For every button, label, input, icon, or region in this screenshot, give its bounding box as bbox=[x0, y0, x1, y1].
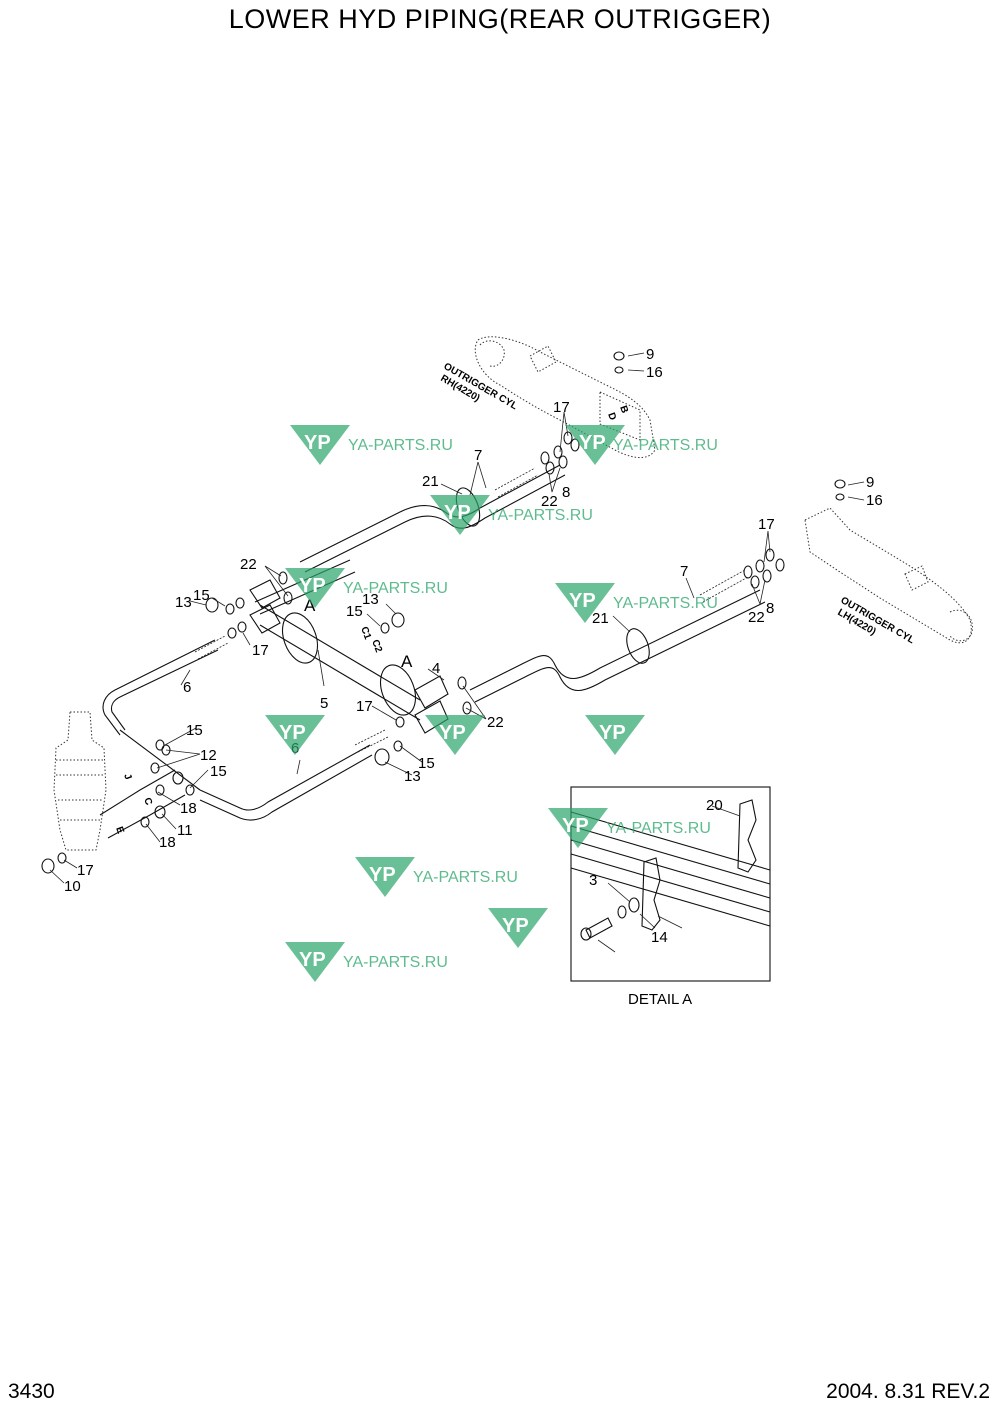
svg-text:YA-PARTS.RU: YA-PARTS.RU bbox=[606, 820, 711, 837]
page-number: 3430 bbox=[8, 1380, 55, 1403]
callout: 15 bbox=[186, 722, 203, 739]
watermark-logo: YP bbox=[265, 715, 325, 755]
hoses bbox=[194, 467, 749, 753]
watermark-logo: YP YA-PARTS.RU bbox=[555, 583, 718, 623]
watermark-logo: YP YA-PARTS.RU bbox=[285, 568, 448, 608]
callout: 17 bbox=[252, 642, 269, 659]
watermark-logo: YP bbox=[585, 715, 645, 755]
leader-lines bbox=[49, 352, 865, 884]
svg-text:C1: C1 bbox=[358, 625, 373, 641]
svg-text:C: C bbox=[141, 796, 154, 807]
callout: 8 bbox=[766, 600, 774, 617]
watermarks: YP YA-PARTS.RU YP YA-PARTS.RU YP YA-PART… bbox=[265, 425, 718, 982]
revision-date: 2004. 8.31 REV.2 bbox=[826, 1380, 990, 1403]
svg-text:YA-PARTS.RU: YA-PARTS.RU bbox=[348, 437, 453, 454]
callout: 16 bbox=[646, 364, 663, 381]
callout: 9 bbox=[866, 474, 874, 491]
watermark-logo: YP YA-PARTS.RU bbox=[430, 495, 593, 535]
svg-text:YP: YP bbox=[299, 949, 326, 971]
callout: 9 bbox=[646, 346, 654, 363]
callout: 4 bbox=[432, 660, 440, 677]
callout: 17 bbox=[77, 862, 94, 879]
callout: 8 bbox=[562, 484, 570, 501]
callout: 21 bbox=[422, 473, 439, 490]
svg-text:J: J bbox=[121, 772, 133, 781]
svg-text:C2: C2 bbox=[369, 638, 384, 654]
svg-text:YP: YP bbox=[304, 432, 331, 454]
svg-text:YP: YP bbox=[562, 815, 589, 837]
svg-text:YA-PARTS.RU: YA-PARTS.RU bbox=[488, 507, 593, 524]
callout: 10 bbox=[64, 878, 81, 895]
page-title: LOWER HYD PIPING(REAR OUTRIGGER) bbox=[228, 4, 772, 34]
svg-text:YP: YP bbox=[444, 502, 471, 524]
callout: 20 bbox=[706, 797, 723, 814]
callout: 13 bbox=[362, 591, 379, 608]
watermark-logo: YP bbox=[425, 715, 485, 755]
outrigger-cylinder-rh bbox=[474, 336, 656, 458]
callout: 15 bbox=[346, 603, 363, 620]
callout: 21 bbox=[592, 610, 609, 627]
callout: 7 bbox=[474, 447, 482, 464]
cylinder-rh-label: OUTRIGGER CYL RH(4220) bbox=[439, 361, 520, 412]
svg-text:D: D bbox=[605, 411, 618, 422]
watermark-logo: YP YA-PARTS.RU bbox=[355, 857, 518, 897]
callout: 17 bbox=[356, 698, 373, 715]
svg-text:YA-PARTS.RU: YA-PARTS.RU bbox=[413, 869, 518, 886]
watermark-logo: YP bbox=[488, 908, 548, 948]
callout: 12 bbox=[200, 747, 217, 764]
swivel-joint bbox=[53, 711, 186, 851]
section-a-marks: A A bbox=[281, 596, 417, 716]
callout: 18 bbox=[180, 800, 197, 817]
watermark-logo: YP YA-PARTS.RU bbox=[565, 425, 718, 465]
callout-labels: 9 16 17 7 21 22 8 9 16 17 7 21 22 8 22 1… bbox=[64, 346, 883, 895]
callout: 15 bbox=[193, 587, 210, 604]
port-letters: C1 C2 J C E D B bbox=[113, 404, 630, 835]
watermark-logo: YP YA-PARTS.RU bbox=[548, 808, 711, 848]
svg-text:YA-PARTS.RU: YA-PARTS.RU bbox=[343, 954, 448, 971]
svg-text:B: B bbox=[617, 404, 630, 415]
callout: 17 bbox=[553, 399, 570, 416]
callout: 22 bbox=[487, 714, 504, 731]
fittings bbox=[41, 351, 846, 874]
callout: 18 bbox=[159, 834, 176, 851]
callout: 7 bbox=[680, 563, 688, 580]
svg-text:YA-PARTS.RU: YA-PARTS.RU bbox=[613, 595, 718, 612]
callout: 22 bbox=[748, 609, 765, 626]
callout: 5 bbox=[320, 695, 328, 712]
detail-a-view: 20 3 14 DETAIL A bbox=[570, 786, 771, 1008]
callout: 6 bbox=[183, 679, 191, 696]
svg-text:A: A bbox=[401, 652, 413, 671]
callout: 22 bbox=[240, 556, 257, 573]
callout: 3 bbox=[589, 872, 597, 889]
callout: 13 bbox=[404, 768, 421, 785]
callout: 11 bbox=[177, 822, 193, 839]
svg-text:E: E bbox=[113, 825, 126, 835]
outrigger-cylinder-lh bbox=[804, 507, 973, 644]
detail-caption: DETAIL A bbox=[628, 991, 692, 1008]
watermark-logo: YP YA-PARTS.RU bbox=[285, 942, 448, 982]
callout: 15 bbox=[418, 755, 435, 772]
svg-text:YA-PARTS.RU: YA-PARTS.RU bbox=[343, 580, 448, 597]
watermark-logo: YP YA-PARTS.RU bbox=[290, 425, 453, 465]
callout: 22 bbox=[541, 493, 558, 510]
svg-text:YP: YP bbox=[369, 864, 396, 886]
svg-text:YP: YP bbox=[579, 432, 606, 454]
svg-text:YP: YP bbox=[279, 722, 306, 744]
callout: 13 bbox=[175, 594, 192, 611]
callout: 16 bbox=[866, 492, 883, 509]
svg-text:YP: YP bbox=[599, 722, 626, 744]
callout: 14 bbox=[651, 929, 668, 946]
cylinder-lh-label: OUTRIGGER CYL LH(4220) bbox=[836, 595, 917, 646]
svg-text:YP: YP bbox=[439, 722, 466, 744]
svg-text:YA-PARTS.RU: YA-PARTS.RU bbox=[613, 437, 718, 454]
callout: 17 bbox=[758, 516, 775, 533]
svg-text:YP: YP bbox=[502, 915, 529, 937]
pipe-set-lower bbox=[102, 589, 766, 821]
callout: 15 bbox=[210, 763, 227, 780]
svg-text:YP: YP bbox=[299, 575, 326, 597]
svg-text:YP: YP bbox=[569, 590, 596, 612]
